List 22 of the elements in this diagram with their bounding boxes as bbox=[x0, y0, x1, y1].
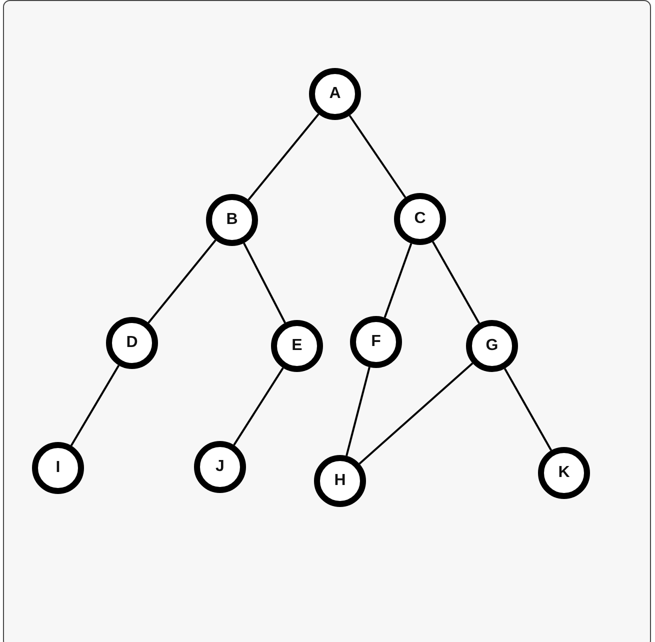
node-label: K bbox=[558, 465, 570, 481]
node-label: J bbox=[216, 459, 224, 475]
connector-line bbox=[148, 240, 216, 324]
node-label: I bbox=[56, 460, 60, 476]
node-label: E bbox=[292, 338, 302, 354]
connector-line bbox=[233, 367, 284, 446]
node-label: H bbox=[334, 473, 346, 489]
connector-line bbox=[346, 366, 370, 456]
connector-line bbox=[243, 242, 286, 324]
connector-line bbox=[432, 241, 480, 324]
connector-line bbox=[248, 114, 320, 200]
connector-line bbox=[384, 243, 412, 318]
node-label: A bbox=[329, 86, 341, 102]
connector-line bbox=[348, 114, 406, 198]
node-label: F bbox=[371, 334, 381, 350]
connector-line bbox=[358, 362, 474, 464]
connector-line bbox=[504, 368, 552, 451]
node-label: G bbox=[486, 338, 498, 354]
node-label: D bbox=[126, 335, 138, 351]
node-label: C bbox=[414, 211, 426, 227]
node-label: B bbox=[226, 212, 238, 228]
connector-line bbox=[70, 364, 120, 446]
